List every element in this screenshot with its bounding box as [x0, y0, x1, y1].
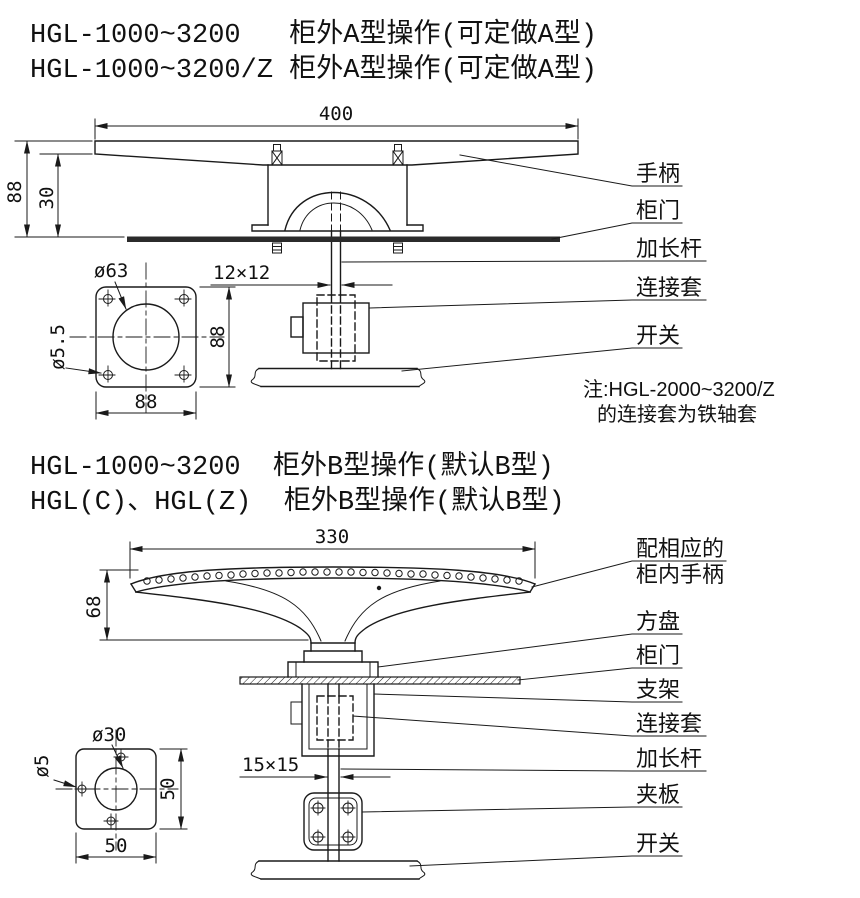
b-label-extension-rod: 加长杆: [636, 746, 702, 771]
b-bracket: [290, 683, 375, 757]
a-base-housing: [251, 144, 424, 232]
a-plate-width-text: 88: [135, 391, 158, 413]
a-switch-body: [250, 367, 426, 388]
b-label-bracket: 支架: [636, 677, 680, 702]
b-switch-body: [250, 860, 426, 880]
b-callout-leaders: [340, 560, 727, 867]
a-dome-outer: [284, 191, 391, 231]
b-cabinet-door: [239, 676, 521, 685]
b-label-handle-line2: 柜内手柄: [636, 562, 724, 587]
b-label-square-plate: 方盘: [636, 609, 680, 634]
b-square-plate: [287, 661, 379, 678]
b-title-line1: HGL-1000~3200 柜外B型操作(默认B型): [30, 450, 554, 483]
a-plate-screw-holes: [98, 289, 194, 385]
section-a: HGL-1000~3200 柜外A型操作(可定做A型) HGL-1000~320…: [4, 18, 775, 426]
a-dim-overall-height-text: 88: [4, 181, 26, 204]
a-dim-handle-width-text: 400: [319, 103, 353, 125]
a-mount-plate: ø63 ø5.5 88 88: [47, 260, 236, 420]
b-dim-handle-width-text: 330: [315, 526, 349, 548]
a-label-switch: 开关: [636, 323, 680, 348]
a-plate-centerlines: [69, 262, 225, 413]
b-plate-height-text: 50: [157, 778, 179, 801]
a-note-line1: 注:HGL-2000~3200/Z: [583, 378, 775, 401]
a-bolt-right: [392, 144, 404, 166]
b-handle-shape: [130, 566, 536, 644]
a-label-handle: 手柄: [636, 161, 680, 186]
b-plate-circle-dia-text: ø30: [92, 724, 126, 746]
a-bolt-left: [271, 144, 283, 166]
a-bolt-nuts: [272, 242, 403, 254]
a-cabinet-door: [127, 236, 560, 242]
b-plate-width-text: 50: [105, 835, 128, 857]
a-plate-height-text: 88: [207, 326, 229, 349]
a-title-line2: HGL-1000~3200/Z 柜外A型操作(可定做A型): [30, 53, 597, 86]
b-label-switch: 开关: [636, 831, 680, 856]
b-mount-plate: ø30 ø5 50 50: [31, 724, 188, 864]
b-title-line2: HGL(C)、HGL(Z) 柜外B型操作(默认B型): [30, 485, 565, 518]
a-dim-heights: [14, 140, 125, 238]
a-label-door: 柜门: [636, 198, 680, 223]
b-label-handle-line1: 配相应的: [636, 536, 724, 561]
a-callout-leaders: [341, 154, 707, 372]
b-dim-handle-height-text: 68: [83, 596, 105, 619]
a-dim-handle-height-text: 30: [36, 187, 58, 210]
a-dim-rod-section-text: 12×12: [213, 262, 270, 284]
a-label-extension-rod: 加长杆: [636, 236, 702, 261]
b-sleeve: [316, 695, 354, 741]
a-label-sleeve: 连接套: [636, 275, 702, 300]
a-title-line1: HGL-1000~3200 柜外A型操作(可定做A型): [30, 18, 597, 51]
a-plate-dim-lines: [65, 281, 236, 420]
a-note-line2: 的连接套为铁轴套: [597, 403, 757, 426]
b-plate-hole-dia-text: ø5: [31, 755, 53, 778]
a-extension-rod: [330, 230, 342, 370]
a-dome-inner: [299, 202, 373, 231]
b-hub: [303, 642, 363, 663]
b-label-clamp-plate: 夹板: [636, 782, 680, 807]
b-plate-dim-lines: [53, 744, 188, 864]
a-sleeve: [290, 294, 370, 362]
b-handle-pin: [376, 585, 382, 591]
b-label-door: 柜门: [636, 643, 680, 668]
b-extension-rod: [327, 683, 340, 862]
section-b: HGL-1000~3200 柜外B型操作(默认B型) HGL(C)、HGL(Z)…: [30, 450, 727, 880]
a-plate-outline: [95, 286, 197, 388]
a-plate-center-hole: [112, 303, 180, 371]
a-plate-hole-dia-text: ø5.5: [47, 324, 69, 370]
a-dim-handle-width: [94, 118, 579, 140]
b-label-sleeve: 连接套: [636, 711, 702, 736]
b-handle-knurl-dots: [143, 568, 523, 585]
b-dim-handle-height: [99, 569, 309, 641]
a-handle-shape: [94, 140, 579, 166]
b-dim-rod-section-text: 15×15: [242, 754, 299, 776]
a-plate-circle-dia-text: ø63: [94, 260, 128, 282]
b-clamp-plate: [303, 792, 363, 851]
b-dim-handle-width: [129, 541, 536, 579]
